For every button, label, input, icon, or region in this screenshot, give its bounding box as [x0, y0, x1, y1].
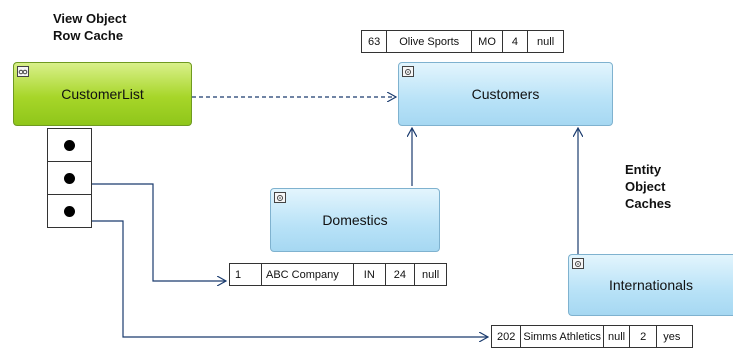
- row-cell: 24: [384, 263, 416, 286]
- domestics-entity-object[interactable]: Domestics: [270, 188, 440, 252]
- customerlist-label: CustomerList: [61, 86, 144, 102]
- row-cache-slot[interactable]: [47, 161, 92, 195]
- entity-caches-caption: Entity Object Caches: [625, 161, 671, 212]
- row-cache-slot[interactable]: [47, 128, 92, 162]
- row-cell: 63: [360, 30, 388, 53]
- entity-object-icon: [274, 192, 286, 203]
- customers-entity-object[interactable]: Customers: [398, 62, 613, 126]
- view-object-caption: View Object Row Cache: [53, 10, 126, 44]
- row-reference-dot: [64, 140, 75, 151]
- row-cell: yes: [656, 325, 694, 348]
- row-cell: MO: [471, 30, 503, 53]
- row-reference-dot: [64, 206, 75, 217]
- view-object-icon: [17, 66, 29, 77]
- row-cache-slot[interactable]: [47, 194, 92, 228]
- row-cache: [47, 128, 92, 228]
- caption-line: Object: [625, 179, 666, 194]
- row-cell: IN: [352, 263, 386, 286]
- caption-line: Caches: [625, 196, 672, 211]
- entity-object-icon: [572, 258, 584, 269]
- row-cell: 202: [490, 325, 522, 348]
- internationals-label: Internationals: [608, 277, 694, 293]
- row-cell: null: [527, 30, 565, 53]
- row-cell: ABC Company: [261, 263, 354, 286]
- row-reference-dot: [64, 173, 75, 184]
- row-cell: 2: [629, 325, 658, 348]
- row-cell: 1: [229, 263, 262, 286]
- caption-line: View Object: [53, 11, 127, 26]
- abc-company-row: 1 ABC Company IN 24 null: [229, 263, 448, 286]
- row-cell: null: [602, 325, 631, 348]
- row-cell: Olive Sports: [386, 30, 473, 53]
- customers-label: Customers: [471, 86, 540, 102]
- olive-sports-row: 63 Olive Sports MO 4 null: [360, 30, 565, 53]
- customerlist-view-object[interactable]: CustomerList: [13, 62, 192, 126]
- slot3-to-simms-row-arrow: [70, 220, 488, 337]
- entity-object-icon: [402, 66, 414, 77]
- caption-line: Entity: [625, 162, 662, 177]
- slot2-to-abc-row-arrow: [70, 183, 226, 281]
- domestics-label: Domestics: [322, 212, 388, 228]
- row-cell: 4: [501, 30, 529, 53]
- caption-line: Row Cache: [53, 28, 124, 43]
- row-cell: null: [414, 263, 448, 286]
- internationals-entity-object[interactable]: Internationals: [568, 254, 733, 316]
- simms-athletics-row: 202 Simms Athletics null 2 yes: [490, 325, 694, 348]
- row-cell: Simms Athletics: [520, 325, 604, 348]
